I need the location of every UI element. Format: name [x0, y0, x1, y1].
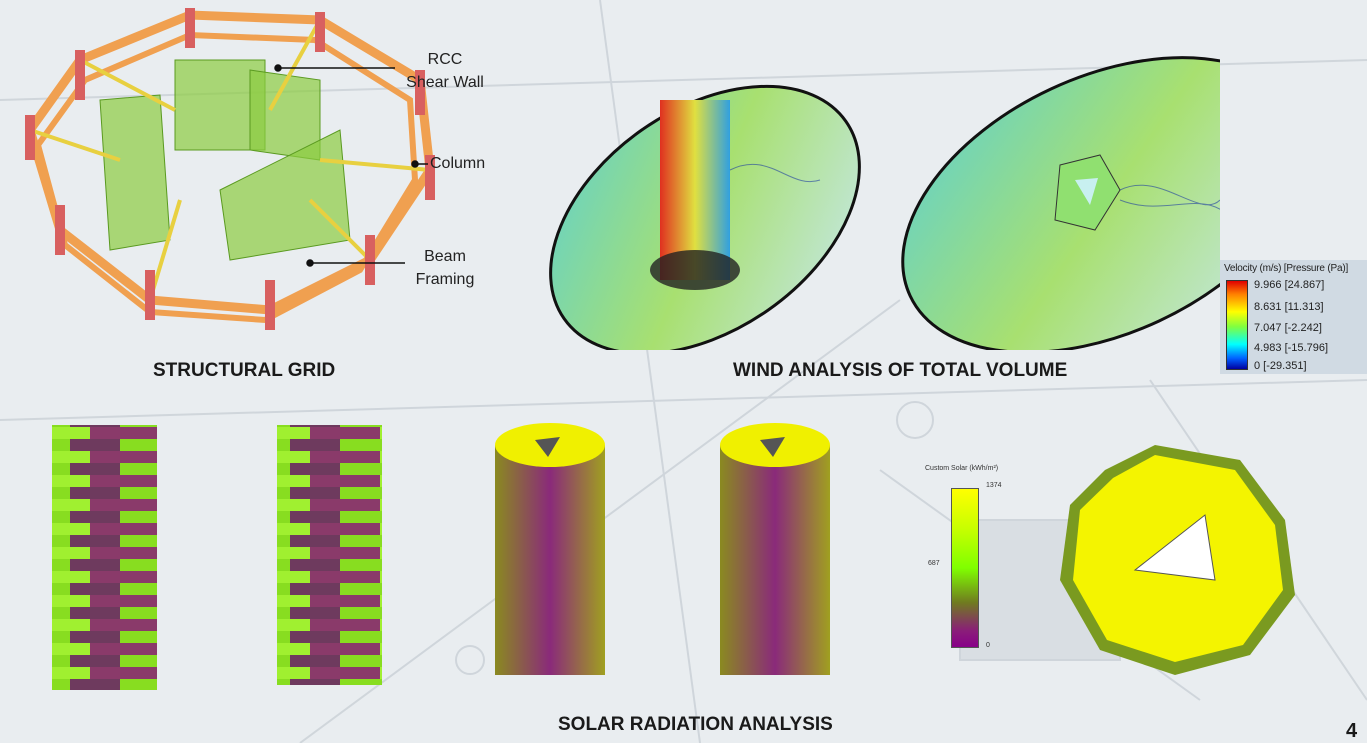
columns [25, 8, 435, 330]
label-line: Framing [415, 271, 475, 288]
legend-tick: 0 [-29.351] [1254, 360, 1307, 372]
wind-analysis-views [549, 56, 1220, 350]
legend-tick: 4.983 [-15.796] [1254, 342, 1329, 354]
legend-tick-mid: 687 [928, 560, 940, 567]
velocity-legend-title: Velocity (m/s) [Pressure (Pa)] [1224, 263, 1349, 274]
solar-radiation-title: SOLAR RADIATION ANALYSIS [558, 714, 833, 735]
solar-tower-models [52, 423, 830, 690]
wind-view-plan [901, 56, 1220, 350]
structural-grid-diagram [25, 8, 435, 330]
label-line: RCC [427, 51, 463, 68]
shear-wall [99, 94, 171, 251]
wind-analysis-title: WIND ANALYSIS OF TOTAL VOLUME [733, 360, 1068, 381]
page-number: 4 [1346, 720, 1358, 742]
label-column: Column [430, 155, 486, 172]
solar-roof-plan [1060, 445, 1295, 675]
solar-color-bar [951, 488, 979, 648]
legend-tick: 7.047 [-2.242] [1254, 322, 1322, 334]
solar-tower-elevation-1 [52, 425, 157, 690]
solar-legend: Custom Solar (kWh/m²) 1374 687 0 [920, 460, 1010, 655]
solar-tower-perspective-1 [495, 423, 605, 675]
solar-tower-perspective-2 [720, 423, 830, 675]
solar-legend-title: Custom Solar (kWh/m²) [925, 465, 999, 472]
structural-grid-title: STRUCTURAL GRID [153, 360, 336, 381]
legend-tick: 9.966 [24.867] [1254, 279, 1325, 291]
label-rcc-shear-wall: RCC Shear Wall [390, 48, 500, 94]
velocity-legend: Velocity (m/s) [Pressure (Pa)] 9.966 [24… [1220, 260, 1367, 374]
solar-tower-elevation-2 [277, 425, 382, 685]
legend-tick: 8.631 [11.313] [1254, 301, 1324, 313]
label-line: Shear Wall [406, 74, 484, 91]
legend-tick-max: 1374 [986, 482, 1002, 489]
velocity-color-bar [1226, 280, 1248, 370]
label-beam-framing: Beam Framing [390, 245, 500, 291]
legend-tick-min: 0 [986, 642, 990, 649]
label-line: Beam [424, 248, 466, 265]
